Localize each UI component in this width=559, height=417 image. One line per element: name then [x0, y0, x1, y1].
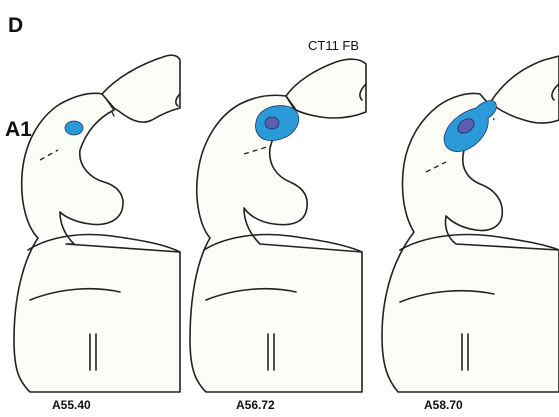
section-3-upper-gyrus [492, 56, 559, 123]
section-1-outline [14, 93, 180, 392]
section-1-area-border [112, 112, 116, 120]
tracer-label: CT11 FB [308, 38, 359, 53]
region-label-a1: A1 [5, 118, 32, 141]
section-1: A55.40 [14, 55, 180, 412]
section-1-level-label: A55.40 [52, 398, 91, 412]
section-1-label-outer [65, 121, 83, 135]
panel-letter: D [8, 14, 23, 37]
section-1-upper-gyrus [102, 55, 180, 122]
section-2-level-label: A56.72 [236, 398, 275, 412]
section-3: A58.70 [382, 56, 559, 412]
section-2: A56.72 [190, 59, 366, 412]
section-2-label-inner [265, 117, 279, 129]
section-3-level-label: A58.70 [424, 398, 463, 412]
section-2-upper-gyrus [286, 59, 366, 118]
